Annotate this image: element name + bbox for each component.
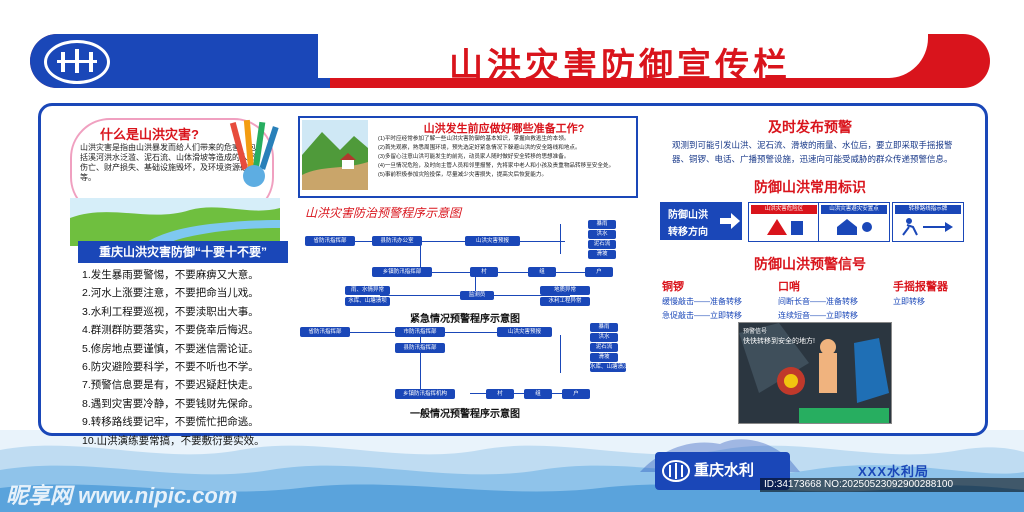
flow-connector (475, 276, 476, 296)
list-item: 7.预警信息要是有，不要迟疑赶快走。 (82, 379, 259, 392)
shelter-point-sign: 山洪灾害避灾安置点 (818, 202, 890, 242)
running-person-icon (902, 218, 953, 236)
gong-signal-head: 铜锣 (662, 281, 684, 293)
sign-main-line-1: 防御山洪 (668, 210, 708, 221)
evacuation-route-sign: 转移路线指示牌 (892, 202, 964, 242)
flow-node-city-command: 市防汛指挥部 (395, 327, 445, 337)
list-item: 9.转移路线要记牢，不要慌忙把命逃。 (82, 416, 259, 429)
flow-node-reservoir-break: 水库、山塘溃坝 (345, 297, 390, 306)
flow-node-side: 洪水 (588, 230, 616, 239)
page-title: 山洪灾害防御宣传栏 (449, 47, 791, 85)
list-item: 6.防灾避险要科学，不要不听也不学。 (82, 361, 259, 374)
definition-text: 山洪灾害是指由山洪暴发而给人们带来的危害，包括溪河洪水泛滥、泥石流、山体滑坡等造… (80, 143, 256, 182)
flow-node-side: 滑坡 (588, 250, 616, 259)
logo-emblem-icon (662, 460, 690, 482)
pencils-illustration (229, 119, 279, 187)
mountain-village-illustration (302, 120, 368, 190)
arrow-right-icon (720, 213, 740, 229)
list-item: 5.修房地点要谨慎，不要迷信需论证。 (82, 342, 259, 355)
flow-node-town-command: 乡镇防汛指挥部 (372, 267, 432, 277)
danger-zone-sign: 山洪灾害危险区 (748, 202, 820, 242)
list-item: (4)一旦情况危险，及时向主管人员和邻里报警，先将家中老人和小孩及贵重物品转移至… (378, 162, 615, 169)
flow-node-side: 暴雨 (588, 220, 616, 229)
cartoon-speech: 快快转移到安全的地方! (743, 338, 815, 345)
list-item: (1)平时应经常参加了解一些山洪灾害防御的基本知识，掌握自救逃生的本领。 (378, 136, 570, 142)
emergency-flow-caption: 紧急情况预警程序示意图 (410, 314, 520, 325)
evacuation-direction-sign: 防御山洪 转移方向 (660, 202, 742, 240)
flow-node-forecast: 山洪灾害预报 (497, 327, 552, 337)
flow-node-county-office: 县防汛办公室 (372, 236, 422, 246)
river-landscape-illustration (70, 198, 280, 246)
header-title-panel (318, 34, 928, 78)
warning-text: 观测到可能引发山洪、泥石流、滑坡的雨量、水位后，要立即采取手摇报警器、铜锣、电话… (672, 140, 953, 164)
flow-node-rain-anomaly: 雨、水情异常 (345, 286, 390, 295)
flow-node-side: 洪水 (590, 333, 618, 342)
ten-dos-ten-donts-header: 重庆山洪灾害防御“十要十不要” (78, 241, 288, 263)
gong-signal-row: 急促敲击——立即转移 (662, 311, 742, 320)
flow-node-town-agency: 乡镇防汛指挥机构 (395, 389, 455, 399)
flow-node-geo-anomaly: 地质异常 (540, 286, 590, 295)
list-item: 4.群测群防要落实，不要侥幸后悔迟。 (82, 324, 259, 337)
list-item: (3)多留心注意山洪可能发生的前兆，动员家人随时做好安全转移的思想准备。 (378, 153, 570, 160)
flow-connector (560, 224, 561, 254)
footer-org-name: 重庆水利 (694, 462, 755, 479)
general-flow-caption: 一般情况预警程序示意图 (410, 409, 520, 420)
list-item: 1.发生暴雨要警惕，不要麻痹又大意。 (82, 269, 259, 281)
flow-connector (420, 244, 421, 272)
flow-node-village: 村 (486, 389, 514, 399)
list-item: 3.水利工程要巡视，不要渎职出大事。 (82, 305, 259, 318)
flow-node-forecast: 山洪灾害预报 (465, 236, 520, 246)
flow-node-group: 组 (524, 389, 552, 399)
stock-watermark: 昵享网 www.nipic.com (6, 483, 238, 508)
list-item: 2.河水上涨要注意，不要把命当儿戏。 (82, 287, 259, 300)
logo-emblem-icon (57, 49, 97, 73)
warning-cartoon-illustration: 预警信号 快快转移到安全的地方! (738, 322, 892, 424)
flow-node-village: 村 (470, 267, 498, 277)
hazard-icon (767, 219, 803, 235)
sign-main-line-2: 转移方向 (668, 227, 708, 238)
list-item: 10.山洪演练要常搞，不要敷衍要实效。 (82, 434, 265, 447)
flow-node-side: 水库、山塘溃决 (590, 363, 626, 372)
flow-node-side: 暴雨 (590, 323, 618, 332)
flow-connector (560, 335, 561, 373)
flow-node-household: 户 (562, 389, 590, 399)
preparation-list: (1)平时应经常参加了解一些山洪灾害防御的基本知识，掌握自救逃生的本领。 (2)… (378, 135, 630, 180)
footer-bureau-name: XXX水利局 (858, 464, 930, 479)
list-item: (2)首先观察，熟悉周围环境，预先选定好紧急情况下躲避山洪的安全路线和地点。 (378, 144, 581, 151)
flow-node-household: 户 (585, 267, 613, 277)
whistle-signal-head: 口哨 (778, 281, 800, 293)
flow-node-works-anomaly: 水利工程异常 (540, 297, 590, 306)
whistle-signal-row: 间断长音——准备转移 (778, 297, 858, 306)
flow-node-provincial-command: 省防汛指挥部 (300, 327, 350, 337)
flow-connector (420, 335, 421, 395)
definition-title: 什么是山洪灾害? (100, 127, 199, 142)
warning-title: 及时发布预警 (768, 119, 852, 135)
signs-title: 防御山洪常用标识 (754, 179, 866, 195)
list-item: 8.遇到灾害要冷静，不要钱财先保命。 (82, 397, 259, 410)
water-authority-logo (44, 40, 110, 84)
signals-title: 防御山洪预警信号 (754, 256, 866, 272)
flow-node-side: 滑坡 (590, 353, 618, 362)
warning-flow-title: 山洪灾害防治预警程序示意图 (305, 206, 462, 220)
hand-alarm-signal-head: 手摇报警器 (893, 281, 948, 293)
hand-alarm-signal-row: 立即转移 (893, 297, 925, 306)
siren-operator-illustration (739, 323, 891, 423)
gong-signal-row: 缓慢敲击——准备转移 (662, 297, 742, 306)
cartoon-note: 预警信号 (743, 329, 768, 335)
flow-connector (355, 241, 565, 242)
flow-node-side: 泥石流 (588, 240, 616, 249)
preparation-title: 山洪发生前应做好哪些准备工作? (423, 123, 585, 135)
list-item: (5)事前积极参加灾险投保，尽量减少灾害损失，提高灾后恢复能力。 (378, 171, 548, 178)
flow-node-group: 组 (528, 267, 556, 277)
flow-node-monitor: 监测员 (460, 291, 494, 300)
flow-node-county-command: 县防汛指挥部 (395, 343, 445, 353)
flow-connector (420, 272, 600, 273)
whistle-signal-row: 连续短音——立即转移 (778, 311, 858, 320)
stock-image-id: ID:34173668 NO:20250523092900288100 (760, 478, 1024, 492)
flow-node-provincial-command: 省防汛指挥部 (305, 236, 355, 246)
ten-rules-list: 1.发生暴雨要警惕，不要麻痹又大意。 2.河水上涨要注意，不要把命当儿戏。 3.… (82, 266, 292, 450)
flow-node-side: 泥石流 (590, 343, 618, 352)
shelter-icon (837, 219, 872, 235)
